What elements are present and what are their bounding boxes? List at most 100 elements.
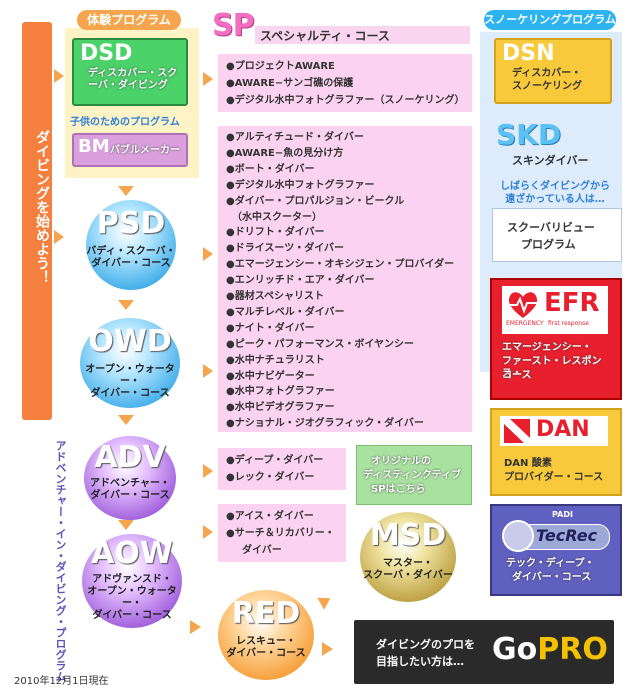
sp-subtitle: スペシャルティ・コース [260,29,390,43]
sp-panel-aow: ●アイス・ダイバー ●サーチ＆リカバリー・ ダイバー [218,504,346,562]
arrow-down-3 [118,415,134,425]
sp-item[interactable]: ●水中フォトグラファー [226,386,335,398]
heart-pulse-icon [508,292,538,318]
kids-program-label: 子供のためのプログラム [70,117,180,128]
aow-name-2: オープン・ウォーター・ [87,586,177,609]
start-diving-bar [22,22,52,420]
owd-name-2: ダイバー・コース [90,388,170,399]
review-name-2: プログラム [521,238,576,251]
tecrec-logo-text: TecRec [536,526,598,545]
efr-name-2: ファースト・レスポンス・ [502,356,602,379]
red-course-circle[interactable]: RED レスキュー・ ダイバー・コース [218,590,314,680]
sp-item[interactable]: ●デジタル水中フォトグラファー（スノーケリング） [226,95,465,106]
original-line-1: オリジナルの [371,456,431,467]
go-pro-box[interactable]: ダイビングのプロを 目指したい方は… GoPRO [354,620,614,684]
arrow-to-psd [54,230,64,244]
go-pro-logo-go: Go [492,632,538,667]
efr-name-1: エマージェンシー・ [502,342,592,353]
tecrec-padi: PADI [552,510,573,519]
arrow-adv-to-sp [203,464,213,478]
sp-item[interactable]: ●プロジェクトAWARE [226,61,335,72]
sp-item[interactable]: ●エマージェンシー・オキシジェン・プロバイダー [226,259,455,271]
red-name-2: ダイバー・コース [226,648,306,659]
dsn-name-2: スノーケリング [512,81,582,92]
original-line-2: ディスティンクティブ [363,470,462,481]
review-name-1: スクーバリビュー [507,221,595,234]
dsn-name-1: ディスカバー・ [512,68,582,79]
aow-course-circle[interactable]: AOW アドヴァンスド・ オープン・ウォーター・ ダイバー・コース [82,534,182,628]
original-distinctive-sp-box[interactable]: オリジナルの ディスティンクティブ SPはこちら [356,445,472,505]
go-pro-line-2: 目指したい方は… [376,655,464,668]
dan-logo-text: DAN [536,417,590,442]
go-pro-logo: GoPRO [492,632,608,668]
bm-name: バブルメーカー [110,145,180,156]
owd-abbr: OWD [88,324,172,359]
dan-course-tile[interactable]: DAN DAN 酸素 プロバイダー・コース [490,408,622,496]
start-diving-label: ダイビングを始めよう！ [34,130,50,284]
dsd-course-tile[interactable]: DSD ディスカバー・スクーバ・ダイビング [72,38,188,106]
dsd-abbr: DSD [80,41,133,66]
original-line-3: SPはこちら [371,484,426,495]
aow-abbr: AOW [91,536,173,571]
bm-course-tile[interactable]: BM バブルメーカー [72,133,188,167]
sp-header-band [255,26,470,44]
review-question-line-1: しばらくダイビングから [500,181,610,192]
sp-panel-snorkel: ●プロジェクトAWARE ●AWARE−サンゴ礁の保護 ●デジタル水中フォトグラ… [218,54,472,112]
adv-abbr: ADV [94,440,166,475]
sp-item[interactable]: ●水中ナチュラリスト [226,354,325,366]
efr-logo-text: EFR [544,288,600,318]
sp-item[interactable]: ●サーチ＆リカバリー・ [226,528,335,539]
sp-item[interactable]: ●マルチレベル・ダイバー [226,306,345,318]
footer-date: 2010年12月1日現在 [14,676,109,687]
arrow-owd-to-sp [203,364,213,378]
sp-item[interactable]: ●ボート・ダイバー [226,163,315,175]
tecrec-course-tile[interactable]: PADI TecRec テック・ディープ・ ダイバー・コース [490,504,622,596]
psd-course-circle[interactable]: PSD バディ・スクーバ・ ダイバー・コース [86,200,176,290]
sp-item[interactable]: ●ピーク・パフォーマンス・ボイヤンシー [226,338,415,350]
snorkel-program-tag: スノーケリングプログラム [484,10,616,30]
sp-item[interactable]: （水中スクーター） [232,211,322,223]
sp-panel-adv: ●ディープ・ダイバー ●レック・ダイバー [218,448,346,490]
review-question-line-2: 遠ざかっている人は… [505,194,605,205]
msd-course-circle[interactable]: MSD マスター・ スクーバ・ダイバー [360,512,456,602]
adv-course-circle[interactable]: ADV アドベンチャー・ ダイバー・コース [84,436,176,520]
arrow-aow-to-red [190,620,201,634]
sp-item[interactable]: ●デジタル水中フォトグラファー [226,179,375,191]
sp-item[interactable]: ●水中ナビゲーター [226,370,315,382]
sp-item[interactable]: ●レック・ダイバー [226,472,315,483]
msd-abbr: MSD [369,518,447,553]
sp-item[interactable]: ●ダイバー・プロパルジョン・ビークル [226,195,405,207]
efr-logo-sub-1: EMERGENCY [506,320,544,327]
dan-name-1: DAN 酸素 [504,458,552,469]
skd-abbr[interactable]: SKD [496,118,562,151]
sp-item[interactable]: ダイバー [242,545,282,556]
aow-name-1: アドヴァンスド・ [92,574,172,585]
sp-item[interactable]: ●ナイト・ダイバー [226,322,315,334]
sp-item[interactable]: ●器材スペシャリスト [226,291,325,302]
sp-item[interactable]: ●アイス・ダイバー [226,511,314,522]
arrow-to-dsd [54,69,64,83]
owd-course-circle[interactable]: OWD オープン・ウォーター・ ダイバー・コース [80,318,180,408]
psd-name-1: バディ・スクーバ・ [86,246,176,257]
owd-name-1: オープン・ウォーター・ [85,364,175,387]
efr-course-tile[interactable]: EFR EMERGENCY first response エマージェンシー・ フ… [490,278,622,400]
sp-item[interactable]: ●エンリッチド・エア・ダイバー [226,275,375,287]
skd-name[interactable]: スキンダイバー [512,154,589,167]
go-pro-line-1: ダイビングのプロを [376,638,475,651]
dsn-course-tile[interactable]: DSN ディスカバー・ スノーケリング [494,38,612,104]
tecrec-name-2: ダイバー・コース [512,572,592,583]
sp-item[interactable]: ●ドライスーツ・ダイバー [226,243,345,255]
go-pro-logo-pro: PRO [537,632,608,667]
sp-item[interactable]: ●ドリフト・ダイバー [226,227,325,239]
sp-item[interactable]: ●水中ビデオグラファー [226,402,335,414]
sp-item[interactable]: ●AWARE−サンゴ礁の保護 [226,78,354,89]
sp-item[interactable]: ●ディープ・ダイバー [226,455,324,466]
scuba-review-box[interactable]: スクーバリビュー プログラム [492,208,622,262]
sp-title: SP [212,8,255,43]
sp-item[interactable]: ●AWARE−魚の見分け方 [226,147,344,159]
arrow-dsd-to-sp [203,72,213,86]
adventure-program-label: アドベンチャー・イン・ダイビング・プログラム [54,440,67,682]
sp-item[interactable]: ●アルティチュード・ダイバー [226,132,364,143]
arrow-down-4 [118,520,134,530]
sp-item[interactable]: ●ナショナル・ジオグラフィック・ダイバー [226,418,424,430]
